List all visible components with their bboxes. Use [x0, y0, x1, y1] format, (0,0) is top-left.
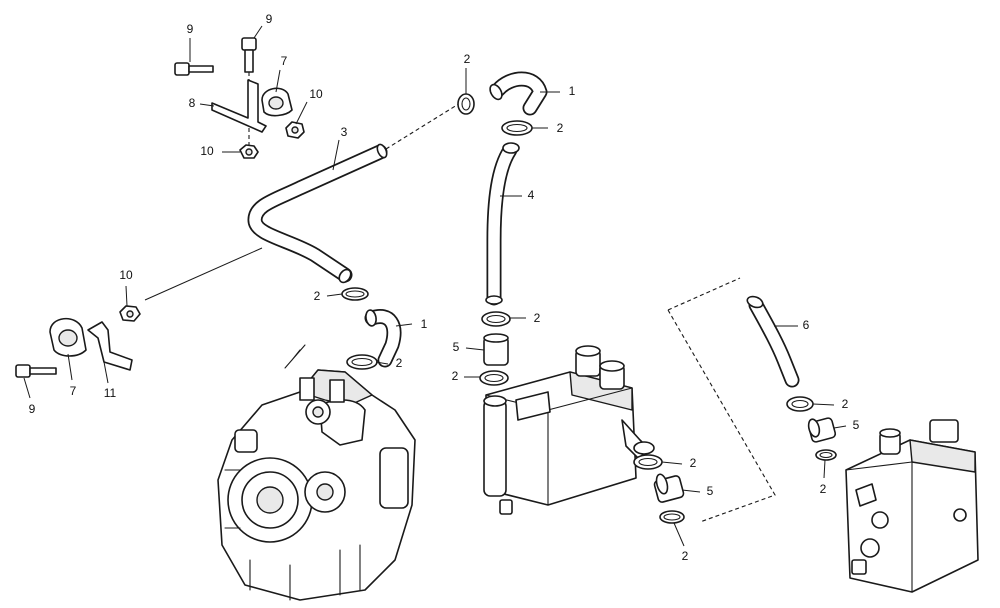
- heat-exchanger-right: [845, 419, 979, 593]
- nut-10-upper-left: [239, 144, 259, 159]
- bracket-8: [211, 79, 267, 133]
- callout-10-nut-upper-left: 10: [200, 144, 214, 158]
- callout-9-bolt-upper: 9: [266, 12, 273, 26]
- callout-9-bolt-left: 9: [29, 402, 36, 416]
- hose-4: [485, 142, 520, 306]
- clamp-2-center-lower: [479, 370, 509, 386]
- clamp-2-hose6: [786, 396, 814, 412]
- callout-7-clamp-left: 7: [70, 384, 77, 398]
- callout-2-clamp-b: 2: [396, 356, 403, 370]
- clamp-2-hose4-bottom: [481, 311, 511, 327]
- hose-3: [247, 143, 388, 284]
- bolt-9-left: [15, 364, 57, 378]
- dashed-outline-right: [667, 277, 776, 523]
- callout-2-clamp-f: 2: [452, 369, 459, 383]
- engine-block: [217, 344, 416, 601]
- clamp-2-hose3-end: [341, 287, 369, 301]
- nut-10-upper-right: [285, 121, 305, 139]
- callout-1-hose-lower: 1: [421, 317, 428, 331]
- callout-1-hose-upper: 1: [569, 84, 576, 98]
- callout-4-hose: 4: [528, 188, 535, 202]
- callout-10-nut-left: 10: [119, 268, 133, 282]
- callout-5-sleeve-b: 5: [853, 418, 860, 432]
- leader-lines: [23, 25, 847, 547]
- callout-2-clamp-c: 2: [464, 52, 471, 66]
- callout-7-clamp-upper: 7: [281, 54, 288, 68]
- callout-2-clamp-j: 2: [682, 549, 689, 563]
- clamp-2-top-center: [457, 93, 475, 115]
- hose-1-upper: [489, 71, 548, 116]
- callout-10-nut-upper-right: 10: [309, 87, 323, 101]
- callout-3-hose: 3: [341, 125, 348, 139]
- clamp-2-hose1-lower: [346, 354, 378, 370]
- callout-2-clamp-a: 2: [314, 289, 321, 303]
- bolt-9-upper-vertical: [241, 37, 257, 73]
- sleeve-5-center: [483, 333, 509, 366]
- heat-exchanger-center: [483, 345, 655, 515]
- callout-8-bracket: 8: [189, 96, 196, 110]
- callouts: 9 9 7 8 10 10 3 2 1 2 2 1 2 4 10 2 5 2 7…: [29, 12, 860, 563]
- clamp-2-right-2: [659, 510, 685, 524]
- hose-6: [746, 295, 800, 388]
- clamp-2-right-1: [633, 454, 663, 470]
- sleeve-5-right-1: [653, 473, 685, 503]
- callout-2-clamp-d: 2: [557, 121, 564, 135]
- nut-10-left: [119, 305, 141, 322]
- sleeve-5-right-2: [807, 417, 837, 443]
- clamp-2-right-3: [815, 449, 837, 461]
- callout-2-clamp-h: 2: [820, 482, 827, 496]
- callout-6-hose: 6: [803, 318, 810, 332]
- bracket-11: [87, 321, 133, 371]
- callout-9-bolt-upper-left: 9: [187, 22, 194, 36]
- callout-11-bracket: 11: [104, 386, 117, 400]
- clamp-7-upper: [261, 87, 293, 117]
- callout-2-clamp-e: 2: [534, 311, 541, 325]
- clamp-2-upper-right: [501, 120, 533, 136]
- callout-2-clamp-i: 2: [690, 456, 697, 470]
- bolt-9-upper-left: [174, 62, 214, 76]
- hose-1-lower: [364, 309, 402, 368]
- callout-5-sleeve-c: 5: [707, 484, 714, 498]
- callout-2-clamp-g: 2: [842, 397, 849, 411]
- callout-5-sleeve-a: 5: [453, 340, 460, 354]
- clamp-7-left: [49, 317, 87, 357]
